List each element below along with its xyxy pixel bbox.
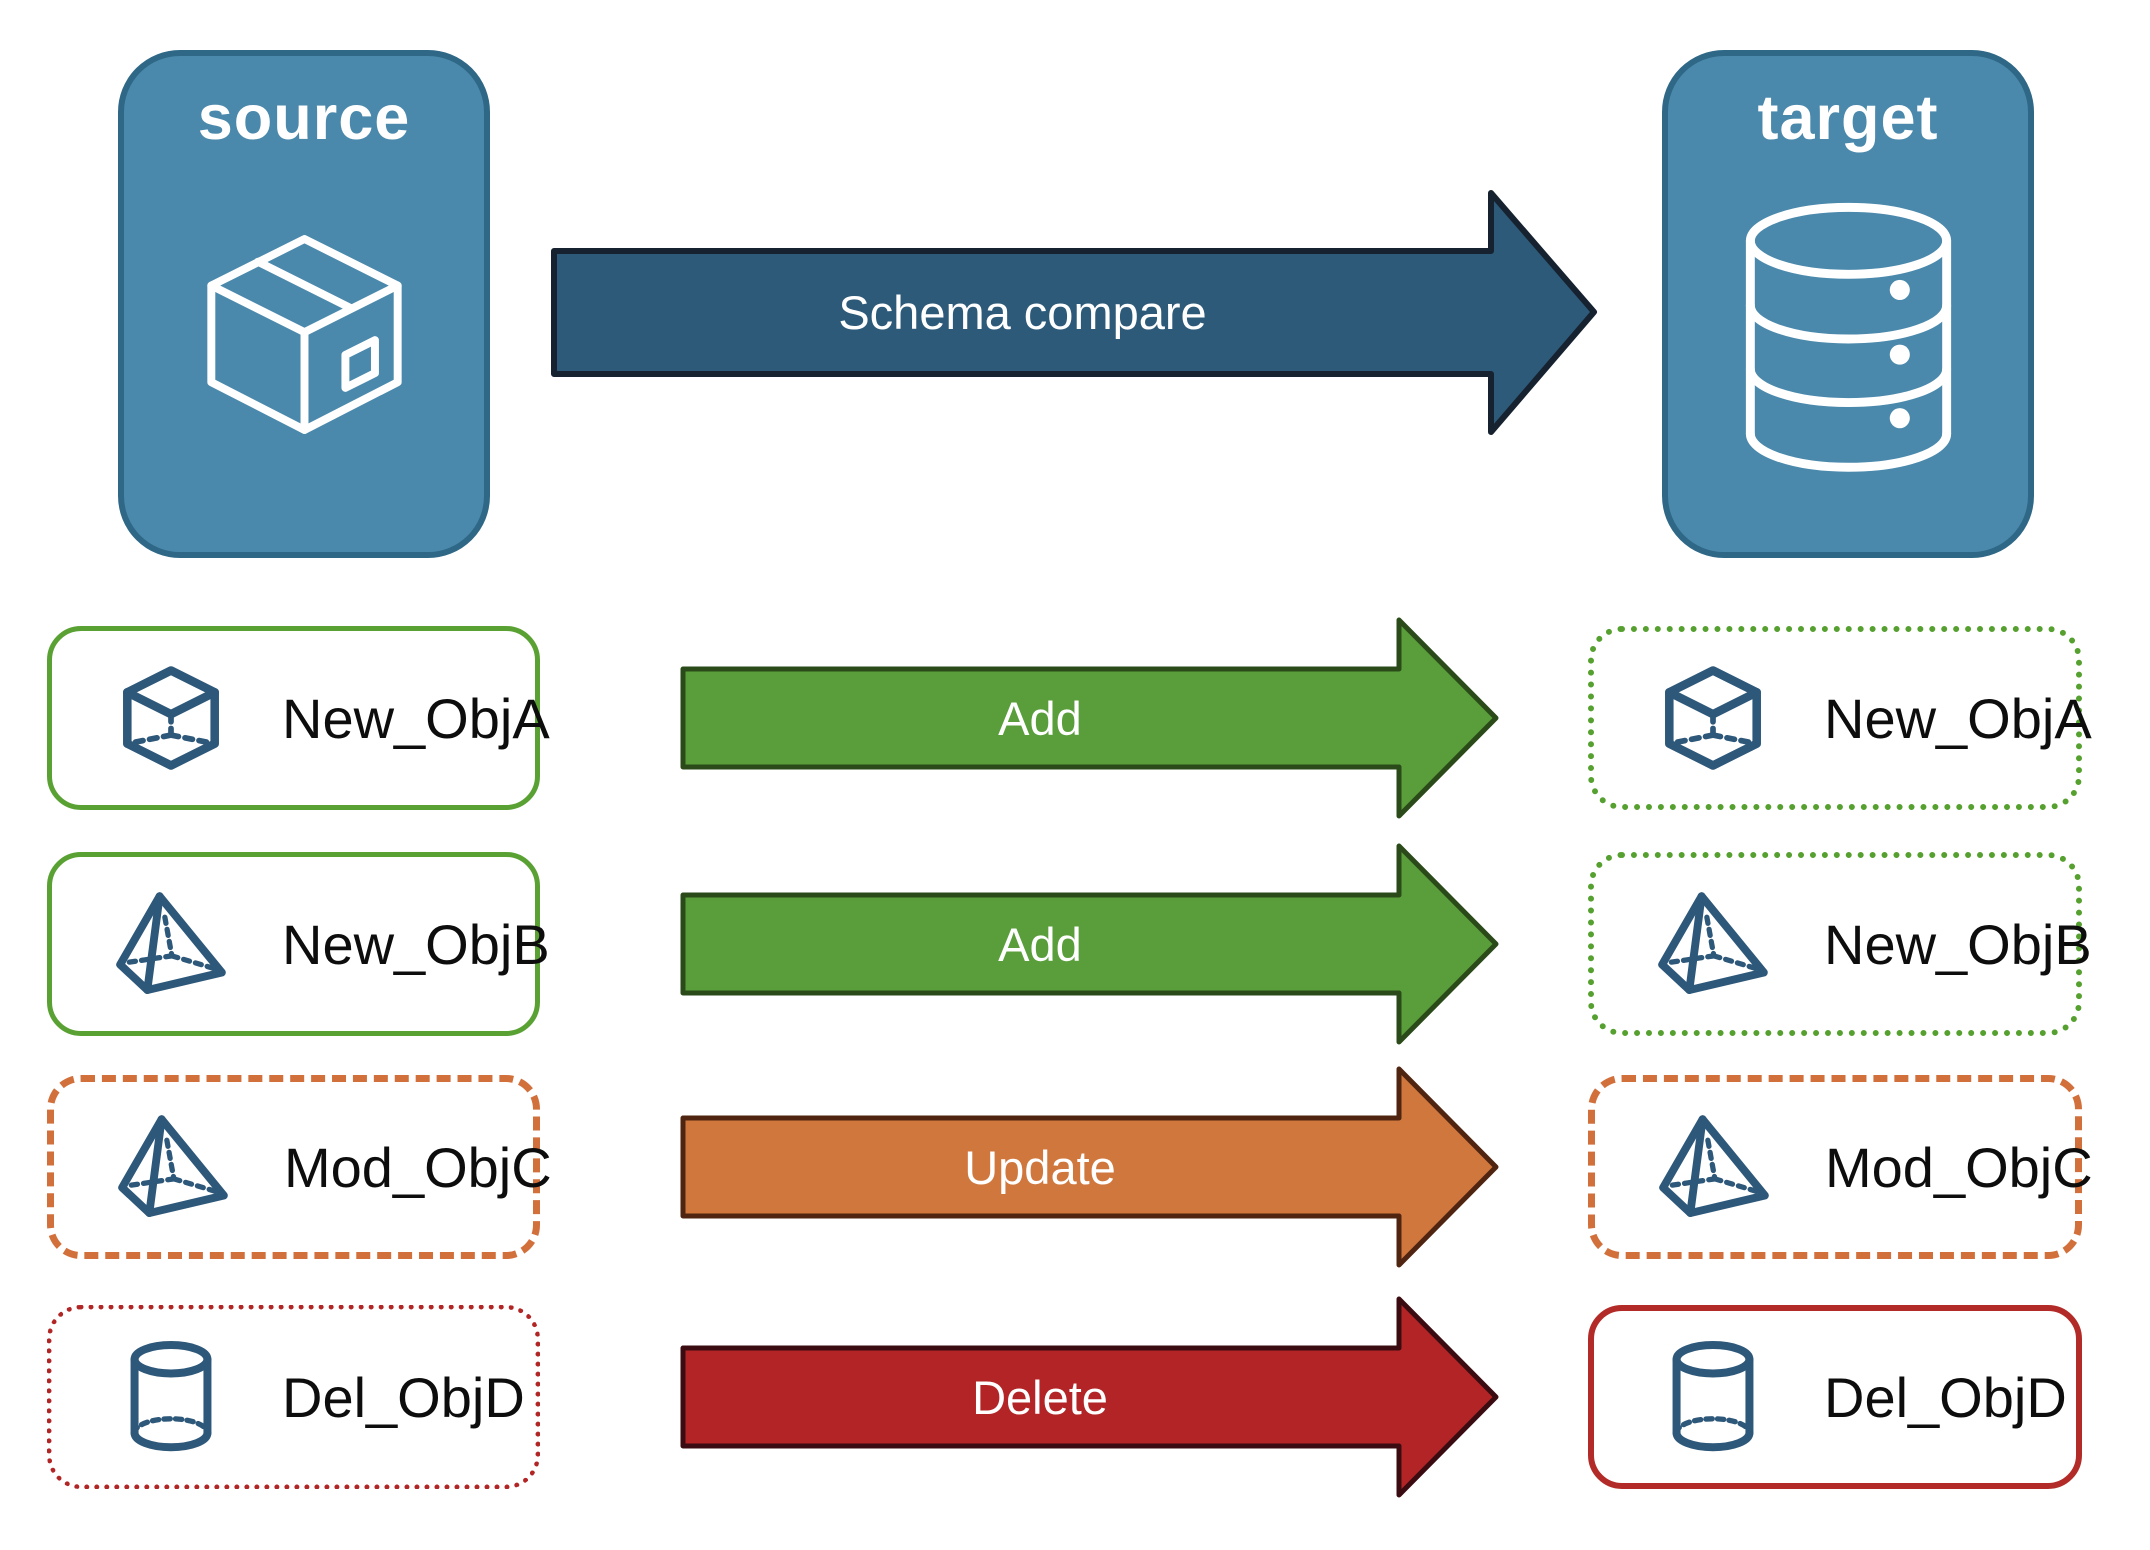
- target-object-mod-objc: Mod_ObjC: [1588, 1075, 2093, 1259]
- source-node: source: [118, 50, 490, 558]
- cube-icon: [1656, 659, 1770, 777]
- cylinder-icon: [1656, 1338, 1770, 1456]
- object-label: New_ObjA: [1824, 686, 2092, 750]
- schema-compare-arrow: [551, 190, 1597, 435]
- target-object-del-objd: Del_ObjD: [1588, 1305, 2082, 1489]
- package-icon: [124, 154, 484, 552]
- add-arrow-row1: Add: [680, 612, 1500, 824]
- object-label: Del_ObjD: [282, 1365, 525, 1429]
- pyramid-icon: [116, 1108, 230, 1226]
- target-object-new-obja: New_ObjA: [1588, 626, 2092, 810]
- source-object-del-objd: Del_ObjD: [47, 1305, 540, 1489]
- update-arrow-row3: Update: [680, 1061, 1500, 1273]
- source-object-new-objb: New_ObjB: [47, 852, 550, 1036]
- object-label: New_ObjB: [282, 912, 550, 976]
- cube-icon: [114, 659, 228, 777]
- pyramid-icon: [114, 885, 228, 1003]
- database-icon: [1668, 154, 2028, 552]
- object-label: Mod_ObjC: [1825, 1135, 2093, 1199]
- update-arrow-label: Update: [964, 1140, 1116, 1194]
- object-label: New_ObjA: [282, 686, 550, 750]
- pyramid-icon: [1657, 1108, 1771, 1226]
- object-label: New_ObjB: [1824, 912, 2092, 976]
- target-node: target: [1662, 50, 2034, 558]
- delete-arrow-row4: Delete: [680, 1291, 1500, 1503]
- cylinder-icon: [114, 1338, 228, 1456]
- schema-compare-label: Schema compare: [838, 286, 1207, 339]
- object-label: Mod_ObjC: [284, 1135, 552, 1199]
- target-object-new-objb: New_ObjB: [1588, 852, 2092, 1036]
- delete-arrow-label: Delete: [972, 1370, 1108, 1424]
- pyramid-icon: [1656, 885, 1770, 1003]
- add-arrow-label: Add: [998, 917, 1082, 971]
- target-label: target: [1757, 83, 1939, 153]
- add-arrow-row2: Add: [680, 838, 1500, 1050]
- object-label: Del_ObjD: [1824, 1365, 2067, 1429]
- source-label: source: [197, 83, 411, 153]
- add-arrow-label: Add: [998, 691, 1082, 745]
- source-object-mod-objc: Mod_ObjC: [47, 1075, 552, 1259]
- source-object-new-obja: New_ObjA: [47, 626, 550, 810]
